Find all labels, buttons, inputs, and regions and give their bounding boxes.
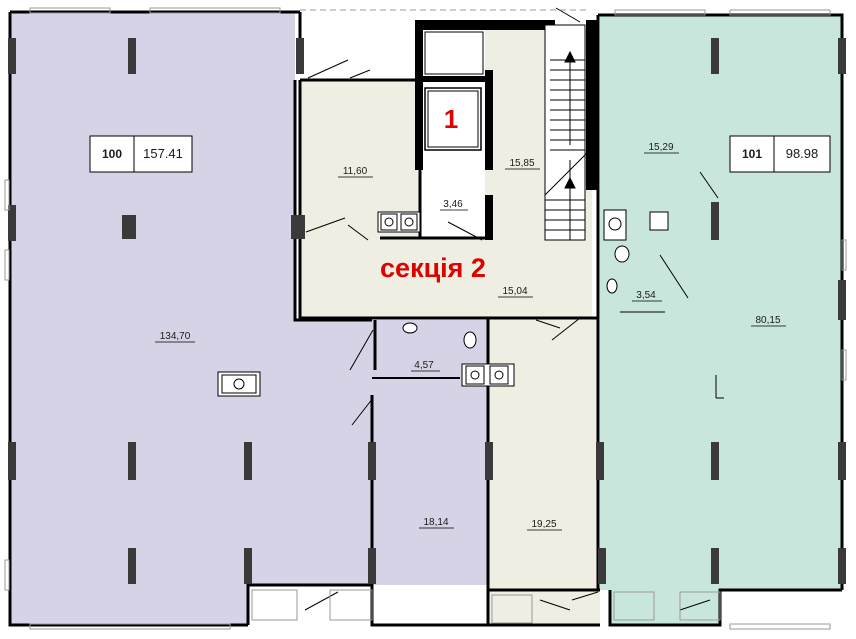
room-4-57-fill (372, 320, 488, 585)
room-area-15-29: 15,29 (648, 142, 673, 153)
room-area-80-15: 80,15 (755, 315, 780, 326)
unit-100-area: 157.41 (143, 146, 183, 161)
elevator-shaft (424, 31, 484, 151)
elevator-number: 1 (444, 104, 458, 134)
toilet-icon (614, 245, 630, 263)
room-area-4-57: 4,57 (414, 360, 434, 371)
common-fill-left (300, 28, 592, 318)
room-labels: 134,70 11,60 3,46 15,85 15,04 4,57 18,14… (155, 142, 786, 531)
room-area-3-46: 3,46 (443, 199, 463, 210)
unit-100-label[interactable]: 100 157.41 (89, 135, 193, 173)
columns (8, 38, 846, 584)
stair-steps (544, 50, 591, 240)
room-area-134-70: 134,70 (160, 331, 191, 342)
room-area-18-14: 18,14 (423, 517, 448, 528)
unit-101-number: 101 (742, 147, 762, 161)
fixtures (217, 209, 724, 399)
unit-101-area: 98.98 (786, 146, 819, 161)
room-area-11-60: 11,60 (343, 166, 368, 177)
windows (4, 7, 847, 630)
room-area-19-25: 19,25 (531, 519, 556, 530)
sink-icon (606, 278, 618, 294)
room-area-3-54: 3,54 (636, 290, 656, 301)
section-label: секція 2 (380, 253, 486, 283)
staircase[interactable] (544, 24, 591, 241)
room-area-15-04: 15,04 (502, 286, 527, 297)
common-fill-stair (488, 318, 598, 590)
room-area-15-85: 15,85 (509, 158, 534, 169)
toilet-icon (463, 331, 477, 349)
doors (304, 7, 719, 611)
unit-101-label[interactable]: 101 98.98 (729, 135, 831, 173)
unit-100-number: 100 (102, 147, 122, 161)
wall-unit100-inner (246, 80, 377, 625)
elevator-walls (415, 20, 598, 240)
unit-101-fill (600, 15, 842, 625)
sink-icon (402, 322, 418, 334)
